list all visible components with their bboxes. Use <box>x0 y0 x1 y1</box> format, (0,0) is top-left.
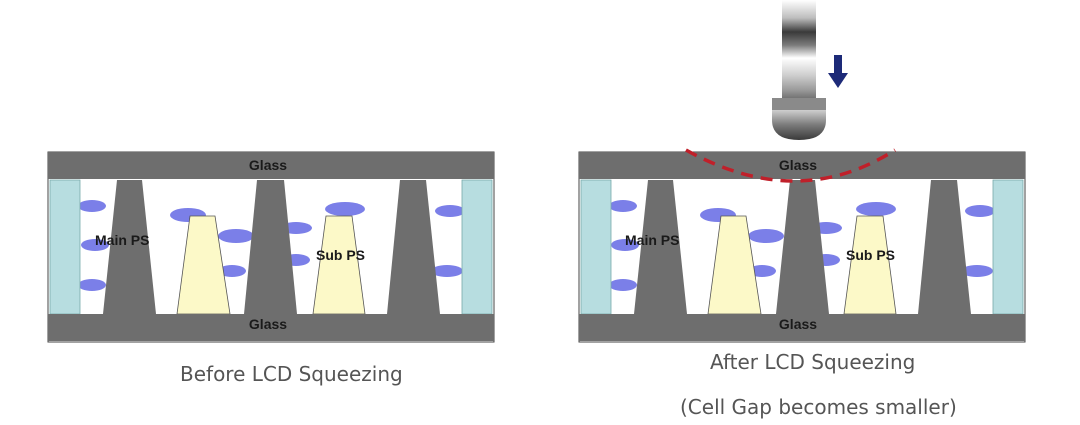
main-spacer <box>387 180 440 314</box>
top-glass-label: Glass <box>249 157 287 173</box>
lc-molecule <box>78 279 106 291</box>
bottom-glass <box>48 314 494 341</box>
lc-molecule <box>218 229 254 243</box>
main-spacer <box>776 180 829 314</box>
main-ps-label: Main PS <box>625 232 679 248</box>
press-rod <box>782 0 816 100</box>
bottom-glass-label: Glass <box>249 316 287 332</box>
main-spacer <box>918 180 971 314</box>
lc-molecule <box>431 265 463 277</box>
left-sealant <box>580 179 612 315</box>
left-sealant <box>49 179 81 315</box>
main-spacer <box>634 180 687 314</box>
right-sealant <box>461 179 493 315</box>
down-arrow-icon <box>828 55 848 88</box>
after-panel: Glass Glass Main PS Sub PS <box>578 148 1026 343</box>
lc-molecule <box>218 265 246 277</box>
after-caption-note: (Cell Gap becomes smaller) <box>680 395 957 419</box>
main-ps-label: Main PS <box>95 232 149 248</box>
sub-spacer <box>707 215 762 315</box>
before-caption: Before LCD Squeezing <box>180 362 403 386</box>
top-glass <box>48 152 494 179</box>
lc-molecule <box>856 202 896 216</box>
right-sealant <box>992 179 1024 315</box>
after-caption: After LCD Squeezing <box>710 350 916 374</box>
lc-molecule <box>78 200 106 212</box>
lc-molecule <box>81 239 109 251</box>
glass-deflection-curve <box>685 148 896 183</box>
sub-ps-label: Sub PS <box>316 247 365 263</box>
main-spacer <box>244 180 297 314</box>
lc-molecule <box>325 202 365 216</box>
lc-molecule <box>961 265 993 277</box>
press-tip <box>772 110 826 140</box>
lc-molecule <box>748 229 784 243</box>
main-spacer <box>103 180 156 314</box>
sub-ps-label: Sub PS <box>846 247 895 263</box>
bottom-glass <box>579 314 1025 341</box>
lc-molecule <box>965 205 995 217</box>
lc-molecule <box>435 205 465 217</box>
sub-spacer <box>312 215 366 315</box>
lc-molecule <box>609 200 637 212</box>
top-glass <box>579 152 1025 179</box>
before-panel: Glass Glass Main PS Sub PS <box>47 151 495 343</box>
press-collar <box>772 98 826 110</box>
press-head-icon <box>772 0 826 140</box>
top-glass-label: Glass <box>779 157 817 173</box>
sub-spacer <box>843 215 897 315</box>
lc-molecule <box>609 279 637 291</box>
lc-molecule <box>611 239 639 251</box>
bottom-glass-label: Glass <box>779 316 817 332</box>
sub-spacer <box>176 215 231 315</box>
